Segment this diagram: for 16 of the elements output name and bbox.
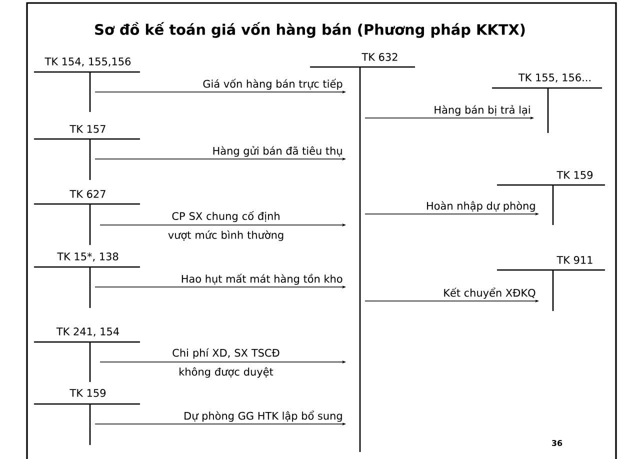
- t-account: TK 159: [34, 389, 140, 445]
- edge-label: Hàng gửi bán đã tiêu thụ: [211, 145, 344, 158]
- t-account: TK 157: [34, 125, 140, 180]
- t-account: TK 241, 154: [34, 328, 140, 382]
- edge-label: Giá vốn hàng bán trực tiếp: [202, 78, 344, 91]
- t-account: TK 154, 155,156: [34, 58, 140, 112]
- edge-label: Dự phòng GG HTK lập bổ sung: [182, 410, 344, 423]
- edge-label: Kết chuyển XĐKQ: [442, 286, 537, 300]
- title: Sơ đồ kế toán giá vốn hàng bán (Phương pháp KKTX): [95, 22, 525, 38]
- edge-label: Hao hụt mất mát hàng tồn kho: [180, 272, 344, 286]
- edge-label: Hàng bán bị trả lại: [432, 104, 532, 117]
- edge-label: Chi phí XD, SX TSCĐ không được duyệt: [172, 348, 280, 378]
- t-account: TK 15*, 138: [34, 252, 140, 308]
- edge-label: CP SX chung cố định vượt mức bình thường: [168, 211, 284, 241]
- t-account: TK 627: [34, 190, 140, 245]
- edge-label: Hoàn nhập dự phòng: [425, 200, 537, 213]
